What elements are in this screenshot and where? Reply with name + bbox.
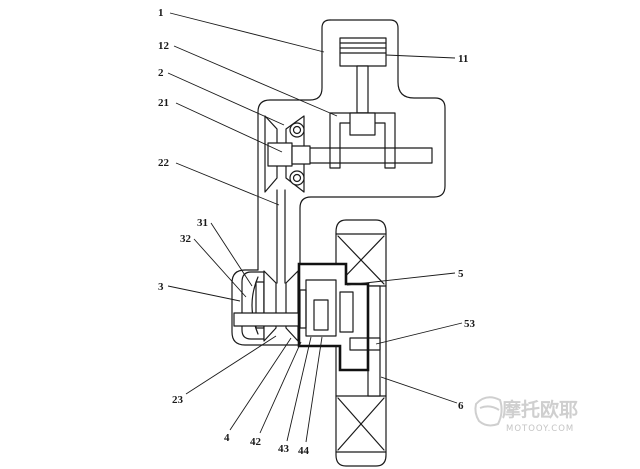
gearbox-case-fill (340, 284, 368, 370)
leader-31 (210, 222, 253, 287)
leader-lines (167, 12, 463, 443)
roller-weight-upper-inner (292, 125, 302, 135)
leader-21 (175, 102, 283, 153)
reduction-gear (339, 291, 354, 333)
driven-pulley-casing (231, 269, 301, 346)
numeral-4: 4 (224, 432, 230, 444)
watermark-site-text: MOTOOY.COM (506, 424, 574, 434)
piston (339, 37, 387, 67)
leader-53 (375, 322, 463, 345)
leader-1 (169, 12, 325, 53)
numeral-2: 2 (158, 67, 164, 79)
leader-5 (346, 272, 456, 286)
numeral-5: 5 (458, 268, 464, 280)
leader-4 (229, 337, 292, 431)
numeral-44: 44 (298, 445, 310, 457)
roller-weight-upper (289, 122, 305, 138)
clutch-housing-outline (297, 262, 370, 372)
leader-22 (175, 162, 280, 206)
numeral-53: 53 (464, 318, 476, 330)
housing-outline-left (257, 19, 331, 271)
piston-body (339, 37, 387, 67)
numeral-21: 21 (158, 97, 169, 109)
numeral-43: 43 (278, 443, 290, 455)
leader-3 (167, 285, 241, 302)
numeral-22: 22 (158, 157, 170, 169)
housing-outline-right (299, 19, 446, 267)
leader-44 (305, 336, 323, 443)
clutch-hub-core (313, 299, 329, 331)
numeral-23: 23 (172, 394, 184, 406)
leader-2 (167, 72, 285, 126)
leader-11 (385, 54, 456, 59)
watermark-helmet-logo (474, 396, 503, 427)
leader-32 (193, 238, 247, 298)
leader-23 (185, 335, 277, 395)
drive-pulley-boss (291, 145, 311, 165)
numeral-32: 32 (180, 233, 192, 245)
watermark: 摩托欧耶 MOTOOY.COM (474, 396, 578, 434)
crank-mechanism (291, 65, 433, 169)
driven-pulley-assembly (233, 270, 301, 342)
output-shaft (349, 337, 381, 351)
engine-housing (231, 19, 446, 346)
driven-pulley-left-sheave (263, 270, 277, 342)
leader-12 (173, 45, 338, 117)
numeral-31: 31 (197, 217, 208, 229)
numeral-12: 12 (158, 40, 170, 52)
leader-43 (286, 336, 312, 442)
leader-6 (380, 376, 458, 404)
clutch-assembly (297, 262, 381, 372)
roller-weight-lower-inner (292, 173, 302, 183)
drive-pulley-hub (267, 142, 293, 167)
driven-pulley-right-sheave (285, 270, 299, 342)
tire-lower-cross-b (337, 397, 385, 451)
clutch-housing-fill (299, 264, 346, 346)
crank-pin-block (349, 112, 376, 136)
leader-42 (259, 341, 302, 434)
crankshaft (291, 147, 433, 164)
numeral-11: 11 (458, 53, 468, 65)
roller-weight-lower (289, 170, 305, 186)
numeral-1: 1 (158, 7, 164, 19)
numeral-42: 42 (250, 436, 262, 448)
watermark-brand-text: 摩托欧耶 (502, 398, 578, 421)
drive-pulley (264, 115, 311, 193)
connecting-rod (356, 65, 369, 114)
numeral-6: 6 (458, 400, 464, 412)
reference-numerals: 1 11 12 2 21 22 31 32 3 5 53 23 4 42 43 … (158, 7, 476, 457)
drive-belt (276, 189, 286, 284)
numeral-3: 3 (158, 281, 164, 293)
driven-shaft (233, 312, 301, 327)
watermark-helmet-visor (479, 405, 500, 411)
